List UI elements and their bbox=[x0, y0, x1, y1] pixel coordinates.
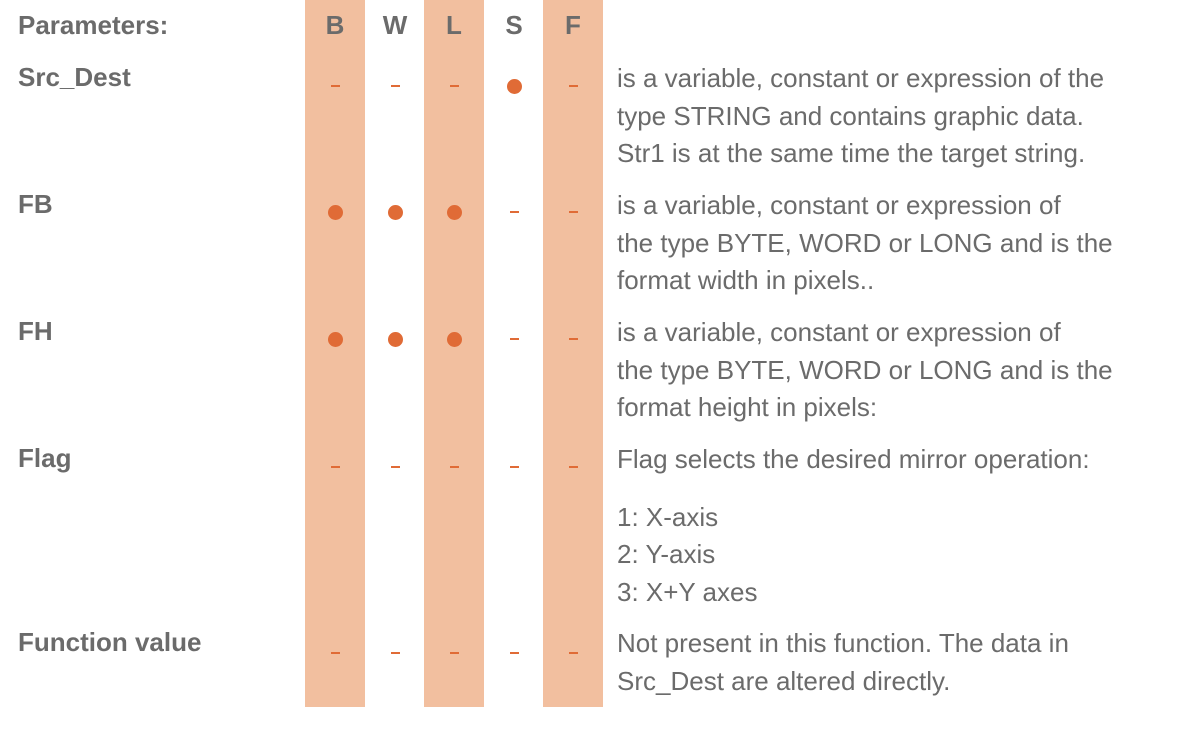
description-line: is a variable, constant or expression of bbox=[617, 317, 1061, 347]
unsupported-dash-l bbox=[424, 466, 484, 468]
supported-dot-b bbox=[305, 204, 365, 220]
dot-icon bbox=[506, 78, 522, 94]
dash-icon bbox=[390, 466, 400, 468]
dash-icon bbox=[509, 211, 519, 213]
flag-option: 3: X+Y axes bbox=[617, 576, 758, 607]
description-line: is a variable, constant or expression of bbox=[617, 190, 1061, 220]
unsupported-dash-s bbox=[484, 466, 544, 468]
column-header-s: S bbox=[505, 10, 523, 40]
param-description-fb: is a variable, constant or expression of… bbox=[617, 187, 1177, 300]
dash-icon bbox=[509, 338, 519, 340]
parameters-heading: Parameters: bbox=[18, 10, 169, 40]
supported-dot-w bbox=[365, 331, 425, 347]
dash-icon bbox=[509, 466, 519, 468]
description-line: the type BYTE, WORD or LONG and is the bbox=[617, 354, 1113, 385]
unsupported-dash-l bbox=[424, 652, 484, 654]
param-description-src-dest: is a variable, constant or expression of… bbox=[617, 60, 1177, 173]
dash-icon bbox=[568, 85, 578, 87]
unsupported-dash-f bbox=[543, 338, 603, 340]
description-line: the type BYTE, WORD or LONG and is the bbox=[617, 227, 1113, 258]
supported-dot-w bbox=[365, 204, 425, 220]
param-name-function-value: Function value bbox=[18, 627, 202, 657]
unsupported-dash-f bbox=[543, 652, 603, 654]
description-line: type STRING and contains graphic data. bbox=[617, 100, 1084, 131]
unsupported-dash-l bbox=[424, 85, 484, 87]
unsupported-dash-f bbox=[543, 466, 603, 468]
description-line: Flag selects the desired mirror operatio… bbox=[617, 444, 1090, 474]
dash-icon bbox=[568, 466, 578, 468]
dot-icon bbox=[446, 204, 462, 220]
column-header-w: W bbox=[382, 10, 408, 40]
param-name-src-dest: Src_Dest bbox=[18, 62, 131, 92]
unsupported-dash-w bbox=[365, 652, 425, 654]
dash-icon bbox=[330, 85, 340, 87]
supported-dot-l bbox=[424, 204, 484, 220]
unsupported-dash-f bbox=[543, 85, 603, 87]
column-stripe-f bbox=[543, 0, 603, 707]
column-header-b: B bbox=[325, 10, 345, 40]
unsupported-dash-w bbox=[365, 85, 425, 87]
unsupported-dash-b bbox=[305, 85, 365, 87]
description-line: is a variable, constant or expression of… bbox=[617, 63, 1105, 93]
column-header-f: F bbox=[565, 10, 581, 40]
supported-dot-b bbox=[305, 331, 365, 347]
dot-icon bbox=[327, 331, 343, 347]
unsupported-dash-s bbox=[484, 652, 544, 654]
description-line: Src_Dest are altered directly. bbox=[617, 665, 951, 696]
unsupported-dash-b bbox=[305, 466, 365, 468]
dash-icon bbox=[568, 338, 578, 340]
dash-icon bbox=[449, 652, 459, 654]
unsupported-dash-s bbox=[484, 338, 544, 340]
column-header-l: L bbox=[446, 10, 462, 40]
dot-icon bbox=[327, 204, 343, 220]
param-name-fh: FH bbox=[18, 316, 53, 346]
dash-icon bbox=[568, 211, 578, 213]
column-stripe-l bbox=[424, 0, 484, 707]
dash-icon bbox=[449, 466, 459, 468]
description-line: Str1 is at the same time the target stri… bbox=[617, 138, 1086, 168]
dash-icon bbox=[330, 652, 340, 654]
param-description-fh: is a variable, constant or expression of… bbox=[617, 314, 1177, 427]
param-name-fb: FB bbox=[18, 189, 53, 219]
description-line: format width in pixels.. bbox=[617, 265, 875, 295]
dash-icon bbox=[568, 652, 578, 654]
unsupported-dash-w bbox=[365, 466, 425, 468]
dot-icon bbox=[387, 204, 403, 220]
dash-icon bbox=[449, 85, 459, 87]
description-line: Not present in this function. The data i… bbox=[617, 628, 1069, 658]
dot-icon bbox=[387, 331, 403, 347]
unsupported-dash-s bbox=[484, 211, 544, 213]
supported-dot-s bbox=[484, 78, 544, 94]
param-name-flag: Flag bbox=[18, 443, 72, 473]
dot-icon bbox=[446, 331, 462, 347]
unsupported-dash-f bbox=[543, 211, 603, 213]
param-description-flag: Flag selects the desired mirror operatio… bbox=[617, 441, 1177, 611]
dash-icon bbox=[390, 85, 400, 87]
param-description-function-value: Not present in this function. The data i… bbox=[617, 625, 1177, 700]
dash-icon bbox=[509, 652, 519, 654]
column-stripe-b bbox=[305, 0, 365, 707]
dash-icon bbox=[390, 652, 400, 654]
description-line: format height in pixels: bbox=[617, 392, 878, 422]
unsupported-dash-b bbox=[305, 652, 365, 654]
dash-icon bbox=[330, 466, 340, 468]
flag-option: 2: Y-axis bbox=[617, 539, 716, 569]
supported-dot-l bbox=[424, 331, 484, 347]
flag-option: 1: X-axis bbox=[617, 501, 719, 532]
